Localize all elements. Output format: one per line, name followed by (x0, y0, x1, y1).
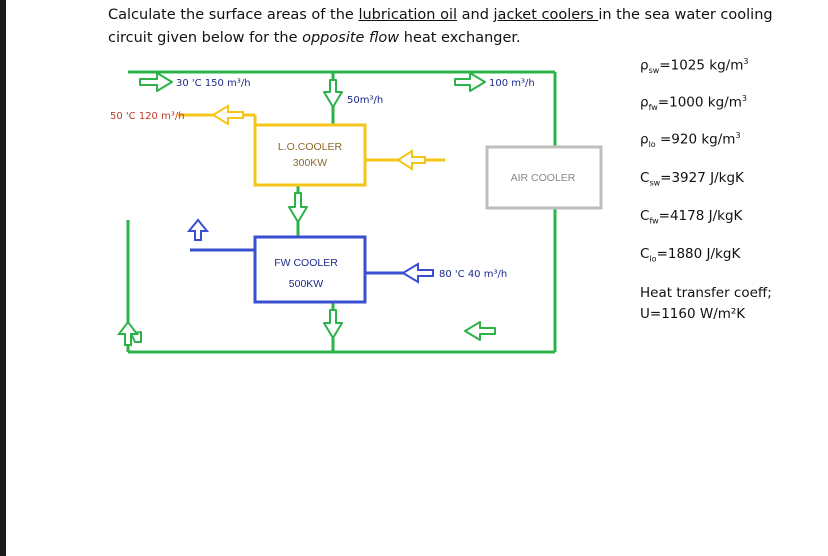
fw-up-arrow-icon (186, 218, 210, 241)
prop-htc-label: Heat transfer coeff; (640, 285, 772, 301)
coolers-down-arrow-icon (288, 192, 308, 223)
branch-flow-label: 50m³/h (347, 95, 383, 106)
prop-htc-value: U=1160 W/m²K (640, 306, 746, 322)
question-part4: heat exchanger. (399, 30, 521, 46)
lo-cooler-label1: L.O.COOLER (278, 141, 343, 153)
air-cooler-label: AIR COOLER (511, 172, 576, 184)
prop-c-fw: Cfw=4178 J/kgK (640, 208, 743, 226)
lo-out-left-arrow-icon (211, 104, 244, 126)
fw-in-left-arrow-icon (401, 262, 434, 284)
branch-down-arrow-icon (323, 79, 343, 108)
prop-rho-lo: ρlo =920 kg/m3 (640, 131, 741, 150)
sw-inlet-label: 30 'C 150 m³/h (176, 78, 251, 89)
air-flow-arrow-icon (454, 72, 486, 92)
bottom-left-arrow-icon (464, 321, 496, 341)
prop-rho-fw: ρfw=1000 kg/m3 (640, 94, 747, 113)
sw-inlet-arrow-icon (139, 72, 173, 92)
prop-c-sw: Csw=3927 J/kgK (640, 170, 744, 188)
lo-in-left-arrow-icon (396, 149, 426, 171)
prop-c-lo: Clo=1880 J/kgK (640, 246, 741, 264)
left-edge-bar (0, 0, 6, 556)
fw-flow-label: 80 'C 40 m³/h (439, 269, 507, 280)
question-text: Calculate the surface areas of the lubri… (108, 4, 788, 50)
air-cooler-box (485, 145, 603, 210)
fw-out-down-arrow-icon (323, 309, 343, 339)
lo-cooler-label2: 300KW (293, 157, 328, 169)
lo-cooler-box (253, 123, 367, 187)
question-underlined-jacket: jacket coolers (493, 7, 599, 23)
question-part2: and (457, 7, 494, 23)
air-flow-label: 100 m³/h (489, 78, 535, 89)
question-part3: in the sea water cooling circuit given b… (108, 7, 773, 46)
question-underlined-lubrication: lubrication oil (358, 7, 458, 23)
prop-rho-sw: ρsw=1025 kg/m3 (640, 57, 749, 76)
sw-outlet-label: 50 'C 120 m³/h (110, 111, 185, 122)
fw-cooler-box (253, 235, 367, 304)
left-return-up-arrow-icon (117, 320, 139, 346)
fw-cooler-label1: FW COOLER (274, 257, 338, 269)
question-part1: Calculate the surface areas of the (108, 7, 359, 23)
question-italic: opposite flow (302, 30, 400, 46)
fw-cooler-label2: 500KW (289, 278, 324, 290)
